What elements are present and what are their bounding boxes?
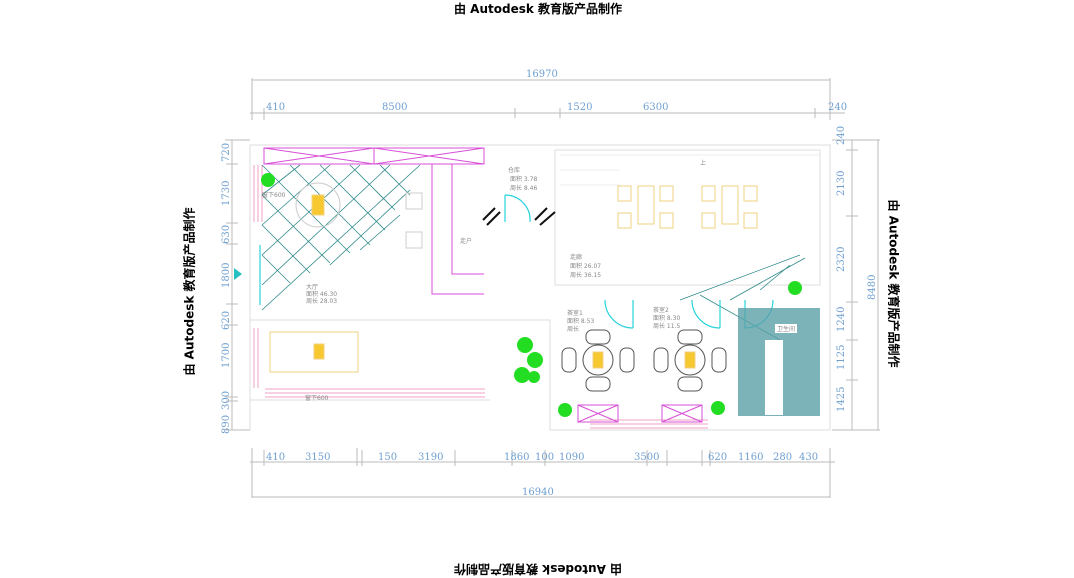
dim-top: 240 bbox=[828, 102, 847, 113]
dim-bottom: 430 bbox=[799, 452, 818, 463]
dim-right: 1240 bbox=[836, 307, 847, 332]
top-dimension bbox=[250, 78, 845, 120]
furniture bbox=[269, 182, 758, 376]
room-tea1-label: 茶室1 面积 8.53 周长 bbox=[567, 309, 594, 333]
dim-right: 2320 bbox=[836, 247, 847, 272]
room-storage-label: 仓库 面积 3.78 周长 8.46 bbox=[508, 166, 537, 192]
partitions bbox=[263, 147, 703, 423]
room-corridor-label: 走廊 面积 26.07 周长 36.15 bbox=[570, 253, 601, 279]
storage-hatch bbox=[482, 207, 556, 226]
room-area: 面积 8.53 bbox=[567, 317, 594, 325]
room-area: 面积 46.30 bbox=[306, 290, 337, 298]
dim-right: 2130 bbox=[836, 171, 847, 196]
room-hall-label: 大厅 面积 46.30 周长 28.03 bbox=[306, 283, 337, 305]
room-name: 走廊 bbox=[570, 253, 582, 261]
room-tea2-label: 茶室2 面积 8.30 周长 11.5 bbox=[653, 306, 680, 330]
room-perimeter: 周长 28.03 bbox=[306, 297, 337, 305]
dim-top-total: 16970 bbox=[526, 69, 558, 80]
dim-bottom: 100 bbox=[535, 452, 554, 463]
dim-right: 240 bbox=[836, 126, 847, 145]
dim-bottom: 280 bbox=[773, 452, 792, 463]
dim-right: 1125 bbox=[836, 345, 847, 370]
stair-up-label: 上 bbox=[700, 159, 706, 167]
plant-icon bbox=[261, 173, 802, 417]
room-perimeter: 周长 11.5 bbox=[653, 322, 680, 330]
dim-right-total: 8480 bbox=[867, 275, 878, 300]
dim-top: 1520 bbox=[567, 102, 592, 113]
stairs bbox=[560, 154, 820, 186]
window-label-bottom: 窗下600 bbox=[305, 394, 329, 402]
dim-bottom: 3500 bbox=[634, 452, 659, 463]
tea-chairs bbox=[561, 329, 727, 392]
dim-left: 720 bbox=[221, 143, 232, 162]
dim-left: 1700 bbox=[221, 343, 232, 368]
room-perimeter: 周长 8.46 bbox=[510, 184, 537, 192]
room-area: 面积 26.07 bbox=[570, 262, 601, 270]
window-label: 窗下600 bbox=[262, 191, 286, 199]
dim-bottom: 3150 bbox=[305, 452, 330, 463]
dim-bottom: 1860 bbox=[504, 452, 529, 463]
dim-bottom: 1160 bbox=[738, 452, 763, 463]
room-name: 大厅 bbox=[306, 283, 318, 291]
dim-left: 630 bbox=[221, 225, 232, 244]
dim-left: 300 bbox=[221, 391, 232, 410]
dim-left: 1730 bbox=[221, 181, 232, 206]
left-dimension bbox=[225, 139, 250, 431]
wc-label-bg bbox=[775, 324, 797, 333]
aisle-label: 走户 bbox=[460, 237, 472, 245]
dim-bottom: 620 bbox=[708, 452, 727, 463]
dim-bottom: 3190 bbox=[418, 452, 443, 463]
room-name: 茶室2 bbox=[653, 306, 669, 314]
bottom-dimension bbox=[250, 448, 835, 498]
dim-top: 6300 bbox=[643, 102, 668, 113]
dim-bottom: 150 bbox=[378, 452, 397, 463]
entrance-arrow-icon bbox=[234, 268, 242, 280]
room-perimeter: 周长 bbox=[567, 325, 579, 333]
dim-bottom: 410 bbox=[266, 452, 285, 463]
walls bbox=[249, 144, 831, 431]
dim-left: 890 bbox=[221, 415, 232, 434]
windows bbox=[253, 165, 708, 429]
room-wc-label: 卫生间 bbox=[777, 325, 795, 333]
watermark-top: 由 Autodesk 教育版产品制作 bbox=[454, 2, 623, 16]
dim-top: 410 bbox=[266, 102, 285, 113]
dim-left: 1800 bbox=[221, 263, 232, 288]
dim-top: 8500 bbox=[382, 102, 407, 113]
dim-right: 1425 bbox=[836, 387, 847, 412]
dim-bottom: 1090 bbox=[559, 452, 584, 463]
room-name: 茶室1 bbox=[567, 309, 583, 317]
room-area: 面积 8.30 bbox=[653, 314, 680, 322]
room-name: 仓库 bbox=[508, 166, 520, 174]
room-area: 面积 3.78 bbox=[510, 175, 537, 183]
room-perimeter: 周长 36.15 bbox=[570, 271, 601, 279]
wc-partition bbox=[765, 340, 783, 415]
right-dimension bbox=[832, 139, 880, 431]
dim-left: 620 bbox=[221, 311, 232, 330]
dim-bottom-total: 16940 bbox=[522, 487, 554, 498]
